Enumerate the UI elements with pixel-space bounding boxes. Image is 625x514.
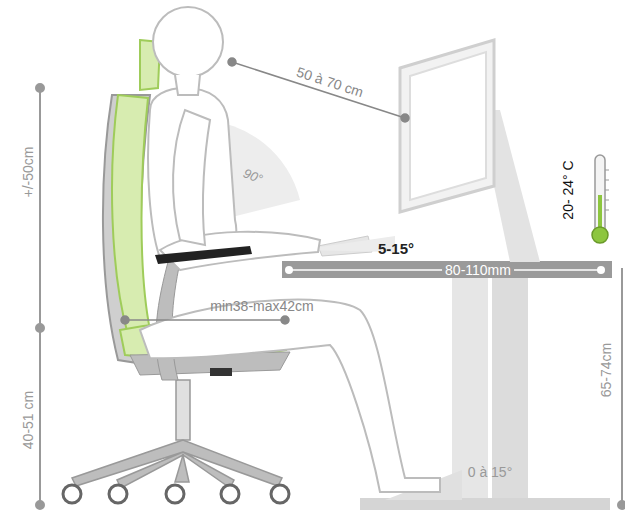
dimension-dot [281,316,289,324]
tick [605,180,609,181]
dimension-dot [36,84,44,92]
height-line [39,88,41,505]
chair-wheel [166,485,184,503]
seat-depth [121,316,289,324]
dimension-dot [401,114,409,122]
dimension-label: 5-15° [378,241,414,256]
monitor [400,40,540,262]
legs [140,300,440,492]
dimension-dot [618,501,625,509]
dimension-dot [36,501,44,509]
dimension-dot [121,316,129,324]
desk-top [282,261,612,278]
dimension-label: 40-51 cm [21,388,35,452]
upper-arm [173,110,210,245]
viewing-distance [228,58,409,122]
tick [605,210,609,211]
dimension-dot [597,266,605,274]
chair-wheel [271,485,289,503]
tick [605,190,609,191]
dimension-label: 50 à 70 cm [292,64,368,101]
tick [605,170,609,171]
thermometer-bulb [592,227,608,243]
dimension-dot [228,58,236,66]
monitor-screen [410,52,486,200]
armrest [155,246,252,264]
dimension-label: 20- 24° C [561,160,575,219]
dimension-lines [36,84,625,509]
depth-line [125,319,285,321]
neck [175,75,200,95]
tick [605,200,609,201]
head [153,7,223,77]
chair-back-cushion [112,95,150,335]
desk [282,261,612,510]
dimension-label: 65-74cm [599,343,613,397]
chair-column [176,380,190,440]
monitor-frame [400,40,494,212]
chair-wheel [221,485,239,503]
dimension-dot [285,266,293,274]
dimension-label: min38-max42cm [210,299,313,313]
thermometer-tube [595,155,605,233]
dimension-dot [36,324,44,332]
chair-star [72,440,282,488]
person [140,7,440,492]
seat-lever [210,368,232,376]
chair-base [63,380,289,503]
chair-wheel [109,485,127,503]
distance-line [232,62,405,118]
chair-back-shell [103,95,150,365]
dimension-label: 0 à 15° [468,465,513,479]
thermometer [592,155,609,243]
dimension-label: 80-110mm [442,263,514,277]
desk-height-line [621,268,623,505]
dimension-label: +/-50cm [21,144,35,201]
chair-wheel [63,485,81,503]
